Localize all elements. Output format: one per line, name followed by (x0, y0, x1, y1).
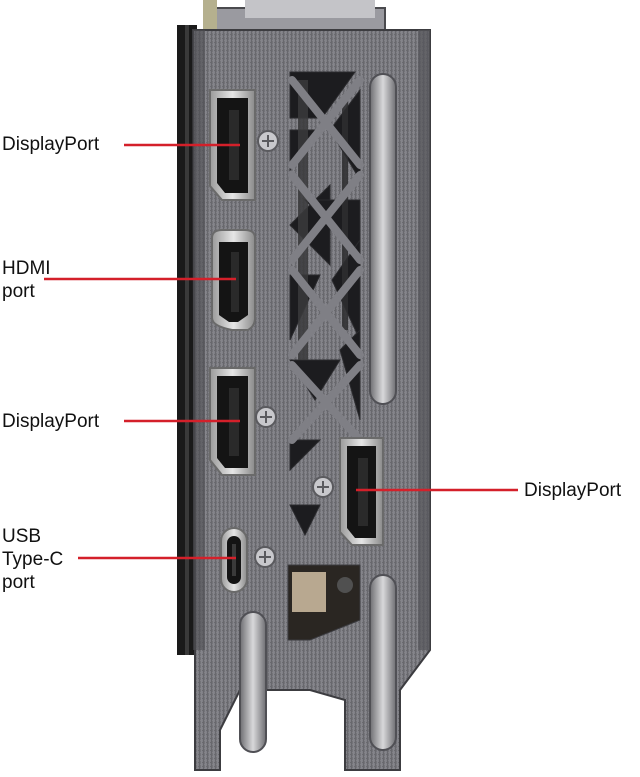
usb-c-port (220, 527, 248, 593)
vertical-rib (369, 73, 397, 405)
inner-board (298, 80, 348, 360)
label-displayport-1: DisplayPort (2, 134, 100, 155)
label-hdmi-port: HDMI port (2, 258, 51, 302)
displayport-3 (339, 437, 384, 546)
leader-lines (44, 143, 518, 560)
plate-right-shade (418, 30, 430, 650)
label-usb-c-port: USB Type-C port (2, 526, 64, 593)
label-displayport-2: DisplayPort (2, 411, 100, 432)
top-tab-inner (245, 0, 375, 18)
screws (254, 130, 334, 568)
plate-left-shade (193, 30, 205, 650)
lower-rib-left (239, 611, 267, 753)
lower-cutout (287, 564, 361, 641)
label-displayport-3: DisplayPort (524, 480, 622, 501)
lower-rib-right (369, 574, 397, 751)
lattice (288, 76, 364, 444)
pcb-edge-highlight (185, 25, 189, 655)
